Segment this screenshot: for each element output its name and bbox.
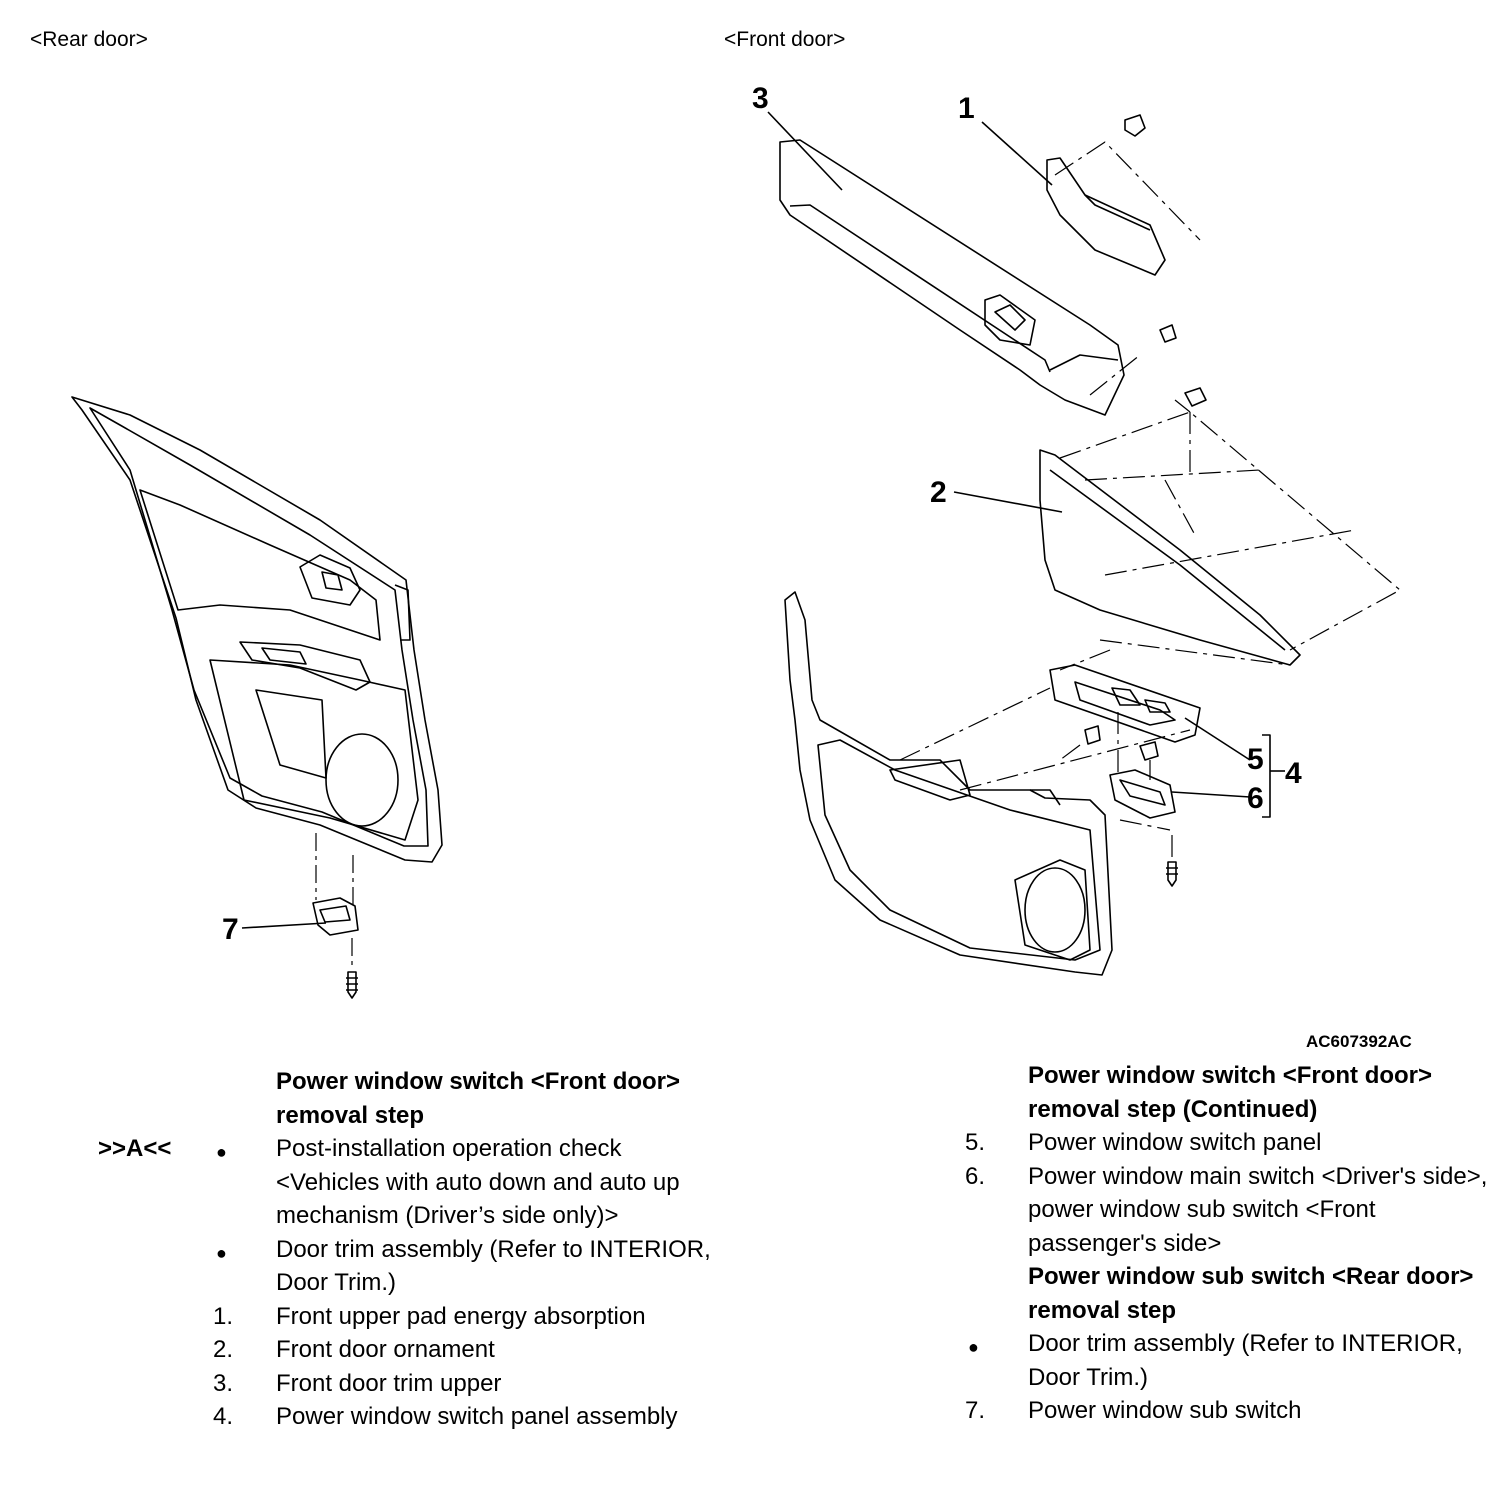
front-door-removal-steps-continued: Power window switch <Front door> removal…	[965, 1059, 1488, 1428]
step-text: Post-installation operation check <Vehic…	[276, 1135, 680, 1229]
exploded-view-diagram: 3 1 2 5 4 6 7	[71, 82, 1401, 999]
step-number: 7.	[965, 1397, 986, 1424]
step-number: 4.	[213, 1403, 234, 1430]
front-upper-pad-drawing	[1046, 157, 1166, 276]
step-number: 1.	[213, 1302, 234, 1330]
callout-4: 4	[1285, 757, 1302, 790]
step-text: Front upper pad energy absorption	[276, 1302, 646, 1330]
front-screws-drawing	[1084, 114, 1207, 887]
step-text: Front door trim upper	[276, 1369, 502, 1397]
figure-code: AC607392AC	[1306, 1032, 1412, 1051]
left-step-item: >>A<< ● Post-installation operation chec…	[98, 1132, 726, 1233]
step-number: 2.	[213, 1336, 234, 1363]
step-text: Power window sub switch	[1028, 1397, 1302, 1424]
step-marker: ●	[968, 1337, 979, 1357]
right-step-item: 7. Power window sub switch	[965, 1394, 1488, 1428]
left-step-item: 3. Front door trim upper	[213, 1367, 726, 1401]
front-door-trim-upper-drawing	[779, 139, 1125, 416]
left-step-item: 1. Front upper pad energy absorption	[213, 1300, 726, 1334]
front-door-ornament-drawing	[1039, 449, 1301, 666]
step-text: Door trim assembly (Refer to INTERIOR, D…	[276, 1235, 711, 1297]
right-steps-heading: Power window switch <Front door> removal…	[1028, 1062, 1433, 1123]
rear-screw-drawing	[346, 971, 358, 999]
service-reference-mark: >>A<<	[98, 1135, 172, 1162]
step-text: Power window main switch <Driver's side>…	[1028, 1162, 1488, 1257]
step-text: Power window switch panel	[1028, 1129, 1322, 1156]
left-step-item: 4. Power window switch panel assembly	[213, 1400, 726, 1434]
front-door-trim-drawing	[784, 591, 1113, 976]
step-number: 6.	[965, 1162, 986, 1190]
front-door-label: <Front door>	[724, 28, 846, 51]
left-step-item: 2. Front door ornament	[213, 1333, 726, 1367]
callout-2: 2	[930, 476, 947, 509]
step-text: Front door ornament	[276, 1336, 495, 1363]
left-step-item: ● Door trim assembly (Refer to INTERIOR,…	[216, 1233, 726, 1300]
callout-6: 6	[1247, 782, 1264, 815]
right-step-item: 6. Power window main switch <Driver's si…	[965, 1160, 1488, 1261]
step-marker: ●	[216, 1142, 227, 1162]
right-step-item: ● Door trim assembly (Refer to INTERIOR,…	[968, 1327, 1488, 1394]
rear-steps-heading: Power window sub switch <Rear door> remo…	[1028, 1263, 1474, 1324]
power-window-main-switch-drawing	[1109, 769, 1176, 819]
callout-5: 5	[1247, 743, 1264, 776]
step-text: Power window switch panel assembly	[276, 1403, 678, 1430]
callout-1: 1	[958, 92, 975, 125]
rear-door-label: <Rear door>	[30, 28, 148, 51]
power-window-switch-panel-drawing	[1049, 664, 1201, 743]
rear-door-trim-drawing	[71, 396, 443, 863]
rear-sub-switch-drawing	[312, 897, 359, 936]
step-number: 5.	[965, 1129, 986, 1156]
callout-3: 3	[752, 82, 769, 115]
left-steps-heading: Power window switch <Front door> removal…	[276, 1068, 681, 1129]
step-marker: ●	[216, 1242, 227, 1263]
front-door-removal-steps: Power window switch <Front door> removal…	[98, 1065, 726, 1434]
step-number: 3.	[213, 1369, 234, 1397]
right-step-item: 5. Power window switch panel	[965, 1126, 1488, 1160]
callout-7: 7	[222, 913, 239, 946]
step-text: Door trim assembly (Refer to INTERIOR, D…	[1028, 1330, 1463, 1391]
